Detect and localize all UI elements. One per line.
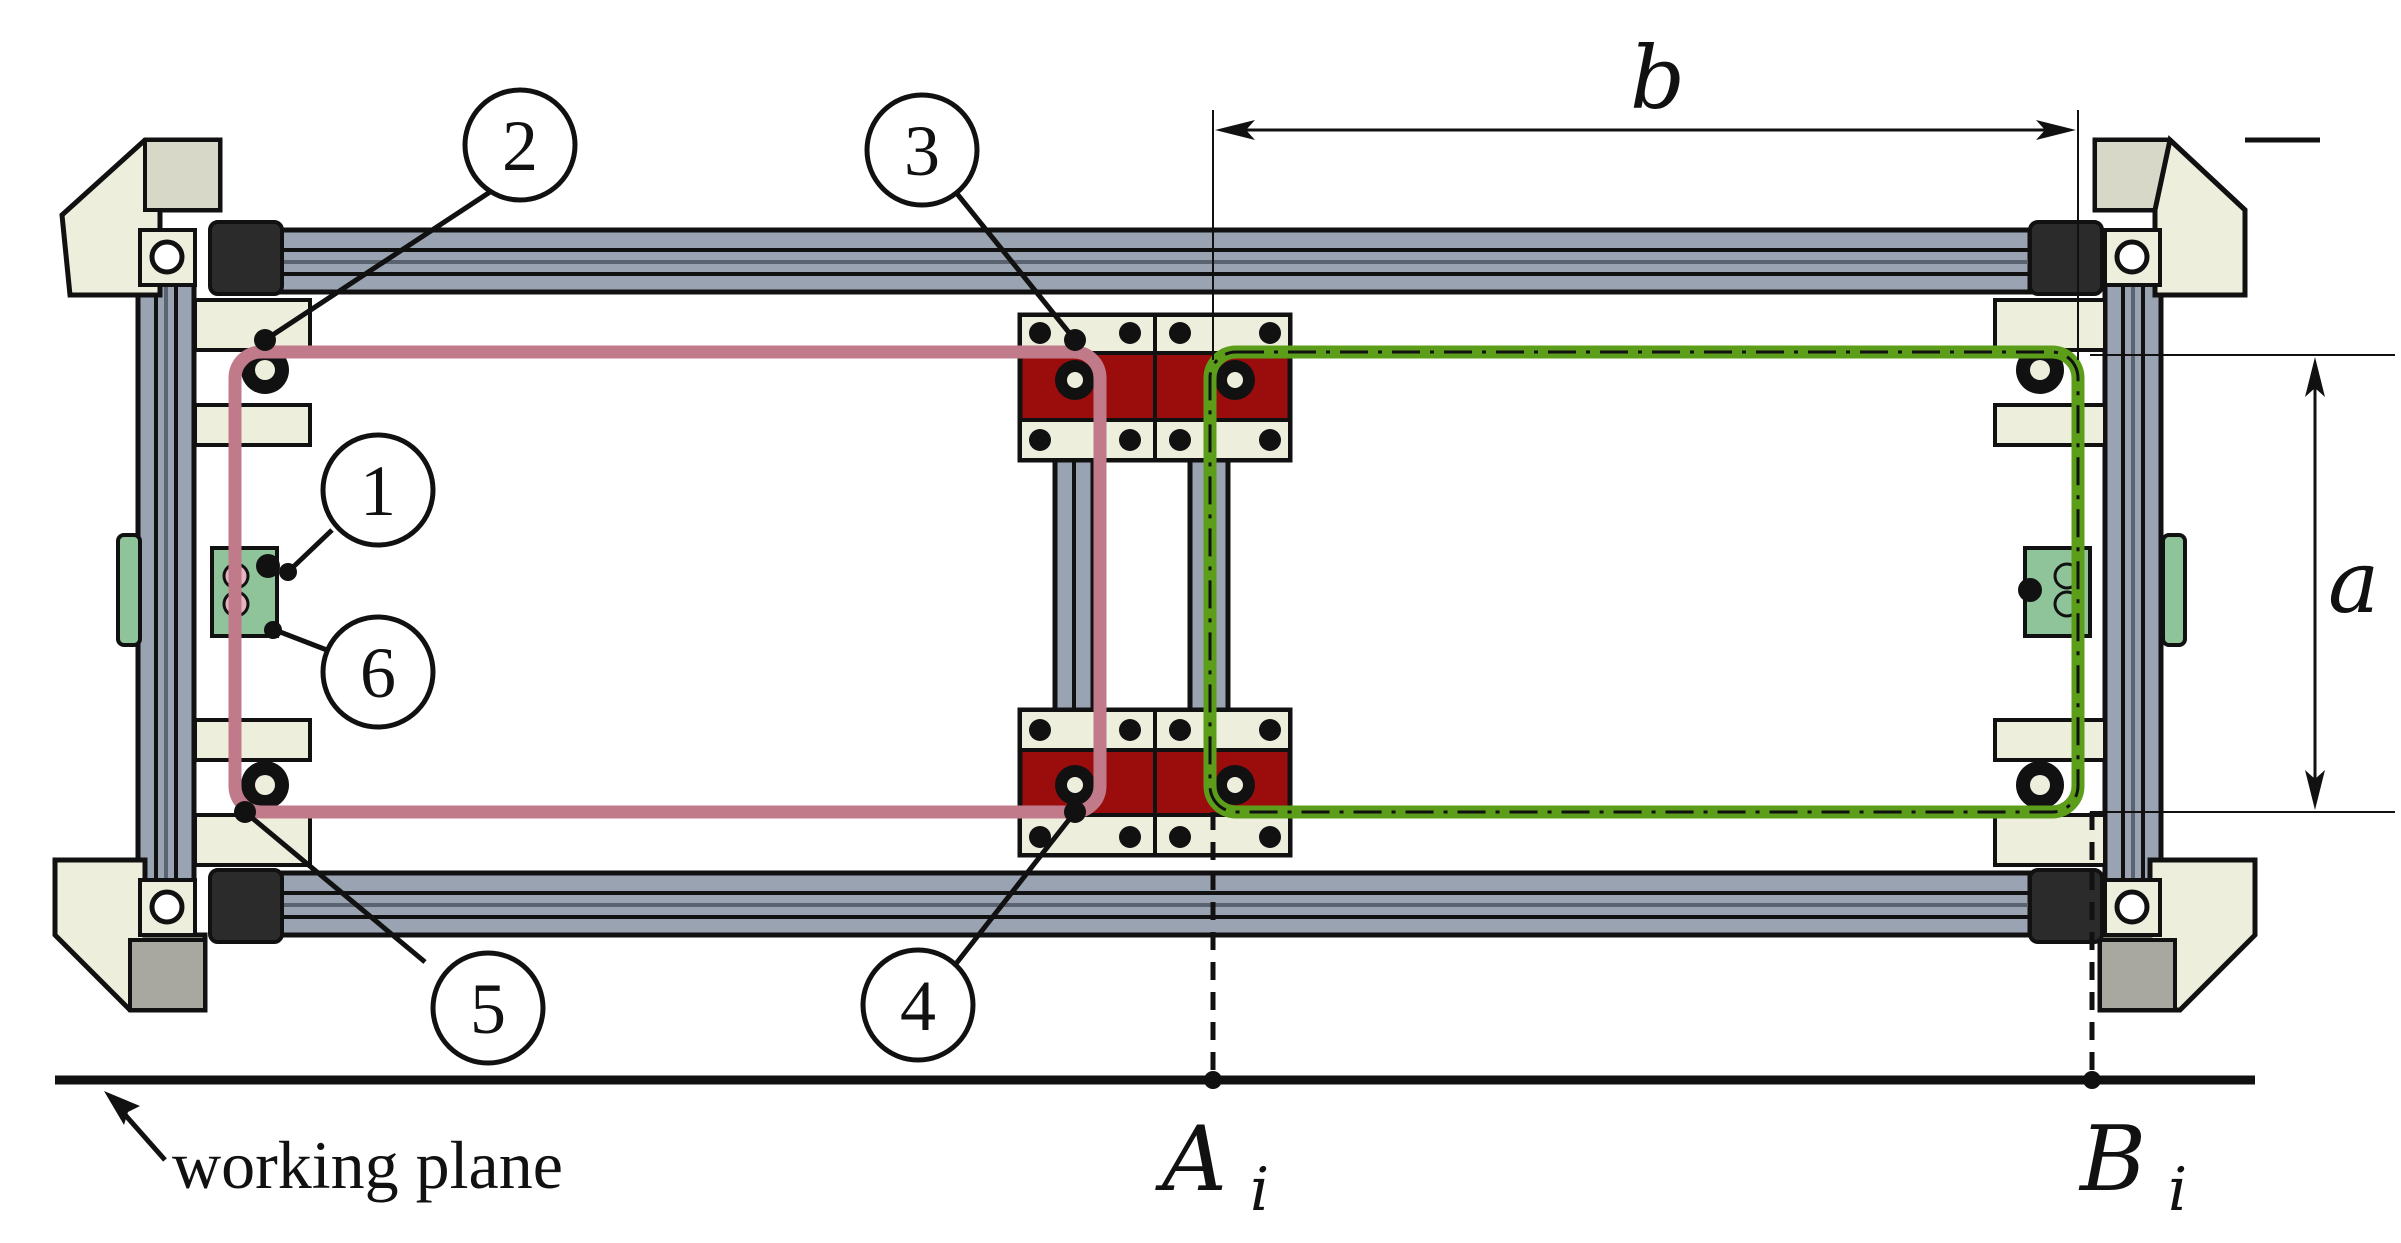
dimension-b-label: b <box>1630 29 1685 129</box>
left-rail <box>135 272 197 893</box>
point-a-marker <box>1204 1071 1222 1089</box>
side-tabs <box>116 533 2187 647</box>
corner-brackets <box>52 135 2320 1013</box>
middle-rails <box>1052 452 1231 718</box>
callout-1: 1 <box>320 432 436 548</box>
callout-5: 5 <box>430 950 546 1066</box>
point-a-letter: A <box>1155 1107 1227 1212</box>
point-a-label: A i <box>1155 1107 1269 1225</box>
callout-3-number: 3 <box>904 111 940 191</box>
pink-belt-loop <box>228 345 1107 819</box>
green-belt-loop <box>1203 345 2085 819</box>
callout-2-number: 2 <box>502 106 538 186</box>
carriage-top <box>1017 312 1293 463</box>
point-b-label: B i <box>2078 1107 2187 1225</box>
top-rail <box>237 227 2033 295</box>
callout-5-number: 5 <box>470 969 506 1049</box>
callout-2: 2 <box>462 87 578 203</box>
point-b-letter: B <box>2078 1107 2146 1212</box>
working-plane-label: working plane <box>172 1127 563 1203</box>
point-b-subscript: i <box>2168 1155 2187 1225</box>
frame <box>135 227 2164 938</box>
corner-bracket-top-left <box>59 137 284 298</box>
callout-4-number: 4 <box>900 966 936 1046</box>
point-b-marker <box>2083 1071 2101 1089</box>
corner-bracket-bottom-left <box>52 857 284 1013</box>
dimension-a <box>2090 354 2395 813</box>
callout-3: 3 <box>864 92 980 208</box>
motor-block-left <box>210 546 280 638</box>
callout-4: 4 <box>860 947 976 1063</box>
callout-1-number: 1 <box>360 451 396 531</box>
callout-6-number: 6 <box>360 633 396 713</box>
carriage-bottom <box>1017 707 1293 858</box>
bottom-rail <box>237 870 2033 938</box>
pulley-brackets-left <box>193 298 312 867</box>
projection-lines <box>1210 812 2095 1080</box>
dimension-b <box>1212 110 2079 360</box>
callout-leaders <box>234 183 1086 967</box>
point-a-subscript: i <box>1250 1155 1269 1225</box>
dimension-a-label: a <box>2328 533 2379 633</box>
corner-bracket-top-right <box>2028 135 2320 298</box>
working-plane-arrow <box>104 1091 167 1162</box>
corner-connectors <box>138 228 2162 937</box>
pulley-brackets-right <box>1993 298 2107 867</box>
right-rail <box>2102 272 2164 893</box>
corner-bracket-bottom-right <box>2028 857 2258 1013</box>
callout-6: 6 <box>320 614 436 730</box>
